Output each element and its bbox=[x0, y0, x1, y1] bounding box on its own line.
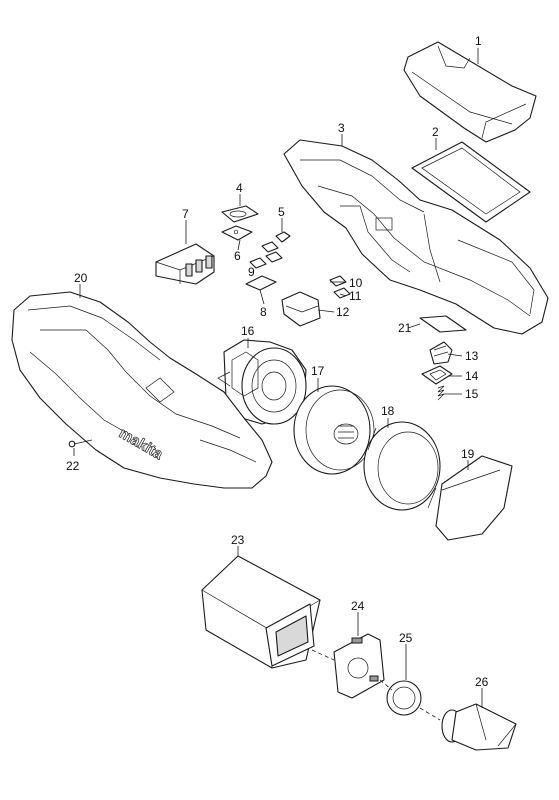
callout-26: 26 bbox=[475, 675, 489, 689]
part-10-clip bbox=[329, 275, 347, 287]
callout-12: 12 bbox=[336, 305, 350, 319]
part-21-label bbox=[419, 315, 467, 333]
part-11-block bbox=[333, 287, 351, 299]
callout-6: 6 bbox=[234, 249, 241, 263]
callout-20: 20 bbox=[74, 271, 88, 285]
part-20-main-housing: makita bbox=[11, 291, 273, 489]
callout-17: 17 bbox=[311, 364, 325, 378]
callout-3: 3 bbox=[338, 121, 345, 135]
callout-15: 15 bbox=[465, 387, 479, 401]
part-12-latch bbox=[281, 291, 321, 327]
part-5-small-cap bbox=[275, 231, 291, 243]
callout-16: 16 bbox=[241, 324, 255, 338]
callout-22: 22 bbox=[66, 459, 80, 473]
callout-11: 11 bbox=[349, 289, 362, 303]
part-18-ring bbox=[363, 421, 441, 511]
part-2-seal-gasket bbox=[411, 141, 531, 223]
part-7-switch-block bbox=[155, 243, 215, 285]
callout-19: 19 bbox=[461, 447, 475, 461]
part-14-holder bbox=[421, 365, 453, 385]
callout-9: 9 bbox=[248, 265, 255, 279]
callout-23: 23 bbox=[231, 533, 245, 547]
part-19-pre-filter bbox=[435, 455, 513, 541]
part-26-nozzle bbox=[441, 703, 517, 751]
callout-1: 1 bbox=[475, 34, 482, 48]
callout-4: 4 bbox=[236, 181, 243, 195]
leader-lines bbox=[73, 48, 483, 721]
part-22-screw bbox=[68, 439, 93, 448]
callout-10: 10 bbox=[349, 276, 363, 290]
callout-24: 24 bbox=[351, 599, 365, 613]
part-3-upper-housing bbox=[283, 139, 549, 335]
part-17-filter-housing bbox=[293, 385, 375, 475]
part-1-top-cover bbox=[403, 41, 537, 143]
callout-14: 14 bbox=[465, 369, 479, 383]
part-24-bracket bbox=[333, 633, 385, 699]
callout-7: 7 bbox=[182, 207, 189, 221]
part-15-spring bbox=[437, 385, 445, 401]
part-23-dust-filter bbox=[201, 555, 321, 669]
part-16-motor bbox=[217, 339, 307, 425]
callout-25: 25 bbox=[399, 631, 413, 645]
callout-13: 13 bbox=[465, 349, 479, 363]
part-8-terminal-plate bbox=[245, 241, 283, 291]
callout-5: 5 bbox=[278, 205, 285, 219]
callout-labels: 1 2 3 4 5 6 7 8 9 10 11 12 13 14 15 16 1… bbox=[66, 34, 489, 689]
part-6-switch-plate bbox=[221, 225, 253, 241]
callout-8: 8 bbox=[260, 305, 267, 319]
callout-21: 21 bbox=[398, 321, 412, 335]
part-25-o-ring bbox=[386, 680, 422, 716]
part-4-switch-button bbox=[221, 205, 259, 223]
part-13-button bbox=[429, 341, 453, 365]
callout-18: 18 bbox=[381, 404, 395, 418]
callout-2: 2 bbox=[432, 125, 439, 139]
